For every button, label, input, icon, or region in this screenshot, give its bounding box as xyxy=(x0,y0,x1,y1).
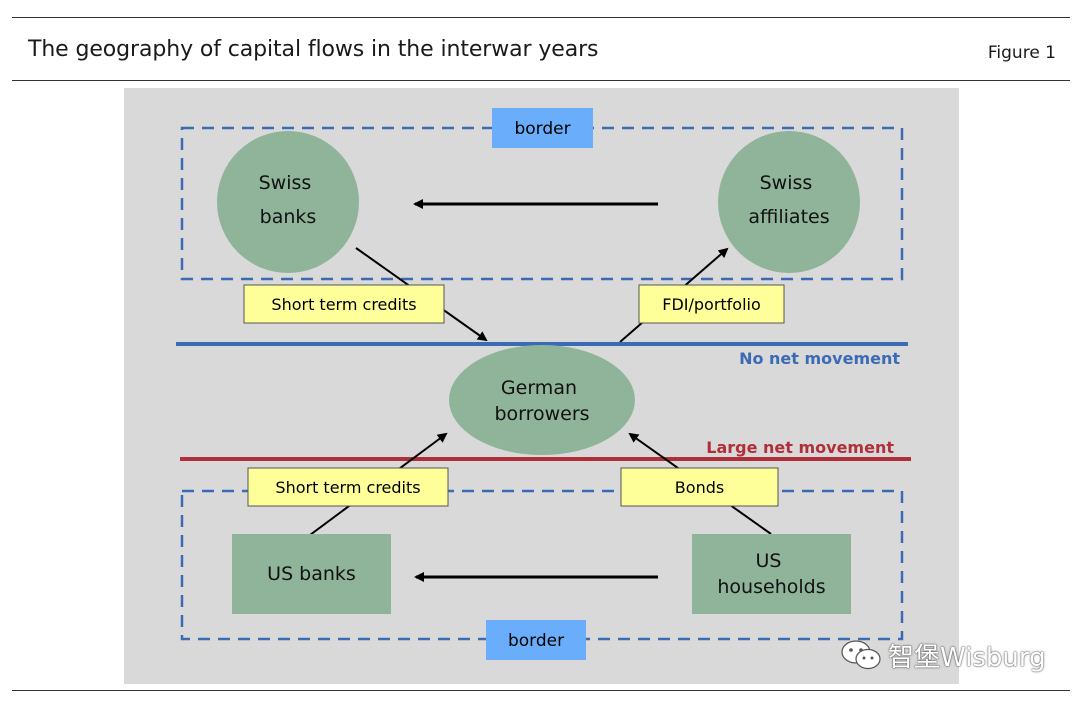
flow-label-box-lower-left xyxy=(247,467,449,507)
us-households-label-line1: US xyxy=(755,550,781,572)
flow-label-upper-right: FDI/portfolio xyxy=(662,295,761,314)
header-rule xyxy=(12,80,1070,81)
swiss-banks-label-line2: banks xyxy=(260,206,317,228)
german-borrowers-label-line1: German xyxy=(501,377,577,399)
flow-label-box-upper-right xyxy=(638,284,785,324)
swiss-affiliates-label-line1: Swiss xyxy=(760,172,813,194)
bottom-border-label-box xyxy=(486,620,586,660)
us-banks-label: US banks xyxy=(267,563,356,585)
swiss-affiliates-label-line2: affiliates xyxy=(748,206,829,228)
large-net-movement-label: Large net movement xyxy=(706,438,894,457)
bottom-rule xyxy=(12,690,1070,691)
figure-title: The geography of capital flows in the in… xyxy=(28,37,599,62)
flow-label-box-upper-left xyxy=(243,284,445,324)
flow-label-box-lower-right xyxy=(620,467,779,507)
flow-label-upper-left: Short term credits xyxy=(271,295,416,314)
flow-label-lower-left: Short term credits xyxy=(275,478,420,497)
german-borrowers-node xyxy=(449,345,635,455)
wechat-icon xyxy=(841,640,881,670)
capital-flow-diagram: border Swiss banks Swiss affiliates Shor… xyxy=(124,88,959,684)
no-net-movement-label: No net movement xyxy=(739,349,900,368)
us-households-label-line2: households xyxy=(717,576,825,598)
us-banks-node xyxy=(232,534,391,614)
swiss-affiliates-node xyxy=(718,131,860,273)
german-borrowers-label-line2: borrowers xyxy=(494,403,589,425)
top-border-label-box xyxy=(492,108,593,148)
us-households-node xyxy=(692,534,851,614)
swiss-banks-node xyxy=(217,131,359,273)
top-rule xyxy=(12,17,1070,18)
bottom-border-label: border xyxy=(508,631,564,651)
swiss-banks-label-line1: Swiss xyxy=(259,172,312,194)
figure-number: Figure 1 xyxy=(987,43,1056,63)
flow-label-lower-right: Bonds xyxy=(675,478,724,497)
watermark-text: 智堡Wisburg xyxy=(888,642,1046,673)
watermark: 智堡Wisburg xyxy=(840,637,1046,673)
swiss-affiliates-label: Swiss affiliates xyxy=(748,172,829,228)
german-borrowers-label: German borrowers xyxy=(494,377,589,425)
us-households-label: US households xyxy=(717,550,825,598)
top-border-label: border xyxy=(514,119,570,139)
swiss-banks-label: Swiss banks xyxy=(259,172,318,228)
